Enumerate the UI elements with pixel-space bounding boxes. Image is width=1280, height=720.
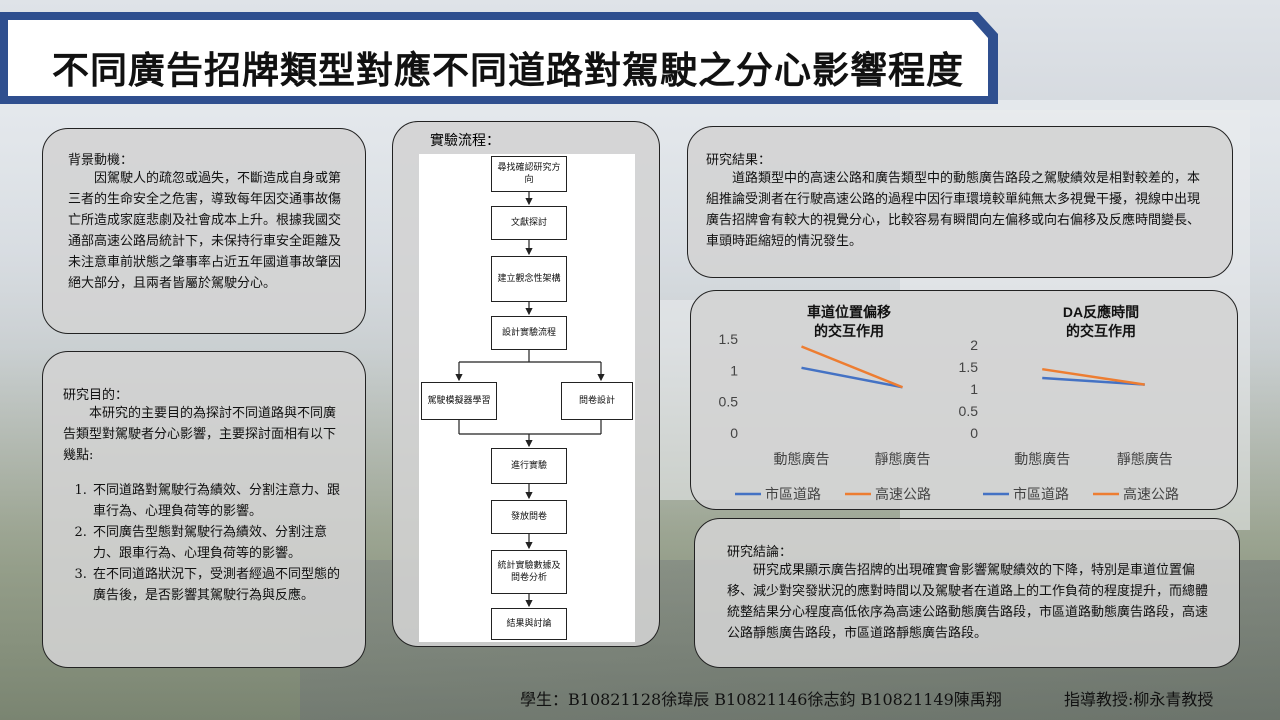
flow-panel: 實驗流程： [392, 121, 660, 647]
x-tick-label: 靜態廣告 [875, 451, 931, 467]
y-tick-label: 1.5 [719, 331, 739, 347]
legend-label: 市區道路 [765, 486, 821, 502]
results-body: 道路類型中的高速公路和廣告類型中的動態廣告路段之駕駛績效是相對較差的，本組推論受… [706, 171, 1201, 249]
y-tick-label: 0.5 [959, 403, 979, 419]
background-panel: 背景動機： 因駕駛人的疏忽或過失，不斷造成自身或第三者的生命安全之危害，導致每年… [42, 128, 366, 334]
advisor-name: 指導教授:柳永青教授 [1064, 690, 1214, 709]
flow-step-conceptual-framework: 建立觀念性架構 [491, 256, 567, 302]
y-tick-label: 1 [730, 362, 738, 378]
chart-title: 的交互作用 [1066, 323, 1136, 339]
background-heading: 背景動機： [68, 153, 134, 168]
background-body: 因駕駛人的疏忽或過失，不斷造成自身或第三者的生命安全之危害，導致每年因交通事故傷… [68, 171, 342, 291]
title-banner: 不同廣告招牌類型對應不同道路對駕駛之分心影響程度 [0, 8, 1000, 104]
legend-label: 高速公路 [1123, 486, 1179, 502]
chart-title: 的交互作用 [814, 323, 884, 339]
results-panel: 研究結果： 道路類型中的高速公路和廣告類型中的動態廣告路段之駕駛績效是相對較差的… [687, 126, 1233, 278]
flow-step-simulator-learning: 駕駛模擬器學習 [421, 382, 497, 420]
y-tick-label: 2 [970, 337, 978, 353]
flow-step-literature-review: 文獻探討 [491, 206, 567, 240]
purpose-heading: 研究目的： [63, 388, 129, 403]
x-tick-label: 靜態廣告 [1117, 451, 1173, 467]
flow-step-statistical-analysis: 統計實驗數據及問卷分析 [491, 550, 567, 594]
flowchart: 尋找確認研究方向 文獻探討 建立觀念性架構 設計實驗流程 駕駛模擬器學習 問卷設… [419, 154, 635, 642]
interaction-charts: 車道位置偏移的交互作用00.511.5動態廣告靜態廣告市區道路高速公路DA反應時… [719, 304, 1179, 502]
purpose-panel: 研究目的： 本研究的主要目的為探討不同道路與不同廣告類型對駕駛者分心影響，主要探… [42, 351, 366, 668]
purpose-intro: 本研究的主要目的為探討不同道路與不同廣告類型對駕駛者分心影響，主要探討面相有以下… [63, 406, 337, 463]
flow-step-conduct-experiment: 進行實驗 [491, 448, 567, 484]
chart-title: 車道位置偏移 [807, 304, 891, 320]
series-line [801, 366, 903, 389]
y-tick-label: 0 [730, 425, 738, 441]
flow-step-research-direction: 尋找確認研究方向 [491, 156, 567, 192]
series-line [1042, 376, 1145, 386]
y-tick-label: 1.5 [959, 359, 979, 375]
y-tick-label: 1 [970, 381, 978, 397]
y-tick-label: 0.5 [719, 394, 739, 410]
legend-label: 高速公路 [875, 486, 931, 502]
results-heading: 研究結果： [706, 153, 772, 168]
purpose-item: 在不同道路狀況下，受測者經過不同型態的廣告後，是否影響其駕駛行為與反應。 [91, 564, 345, 606]
conclusion-panel: 研究結論： 研究成果顯示廣告招牌的出現確實會影響駕駛績效的下降，特別是車道位置偏… [694, 518, 1240, 668]
series-line [1042, 367, 1145, 386]
chart-title: DA反應時間 [1063, 304, 1139, 320]
y-tick-label: 0 [970, 425, 978, 441]
x-tick-label: 動態廣告 [774, 451, 830, 467]
series-line [801, 345, 903, 389]
purpose-list: 不同道路對駕駛行為績效、分割注意力、跟車行為、心理負荷等的影響。 不同廣告型態對… [63, 480, 345, 606]
conclusion-body: 研究成果顯示廣告招牌的出現確實會影響駕駛績效的下降，特別是車道位置偏移、減少對突… [727, 563, 1209, 641]
flowchart-arrows [455, 192, 605, 608]
purpose-item: 不同道路對駕駛行為績效、分割注意力、跟車行為、心理負荷等的影響。 [91, 480, 345, 522]
flow-step-questionnaire-design: 問卷設計 [561, 382, 633, 420]
page-title: 不同廣告招牌類型對應不同道路對駕駛之分心影響程度 [52, 49, 964, 92]
purpose-item: 不同廣告型態對駕駛行為績效、分割注意力、跟車行為、心理負荷等的影響。 [91, 522, 345, 564]
flow-heading: 實驗流程： [430, 133, 500, 149]
flow-step-design-experiment: 設計實驗流程 [491, 316, 567, 350]
student-names: 學生：B10821128徐瑋辰 B10821146徐志鈞 B10821149陳禹… [520, 690, 1002, 709]
conclusion-heading: 研究結論： [727, 545, 793, 560]
title-banner-shape [0, 12, 998, 104]
flow-step-results-discussion: 結果與討論 [491, 608, 567, 640]
legend-label: 市區道路 [1013, 486, 1069, 502]
x-tick-label: 動態廣告 [1014, 451, 1070, 467]
flow-step-distribute-questionnaire: 發放問卷 [491, 500, 567, 534]
